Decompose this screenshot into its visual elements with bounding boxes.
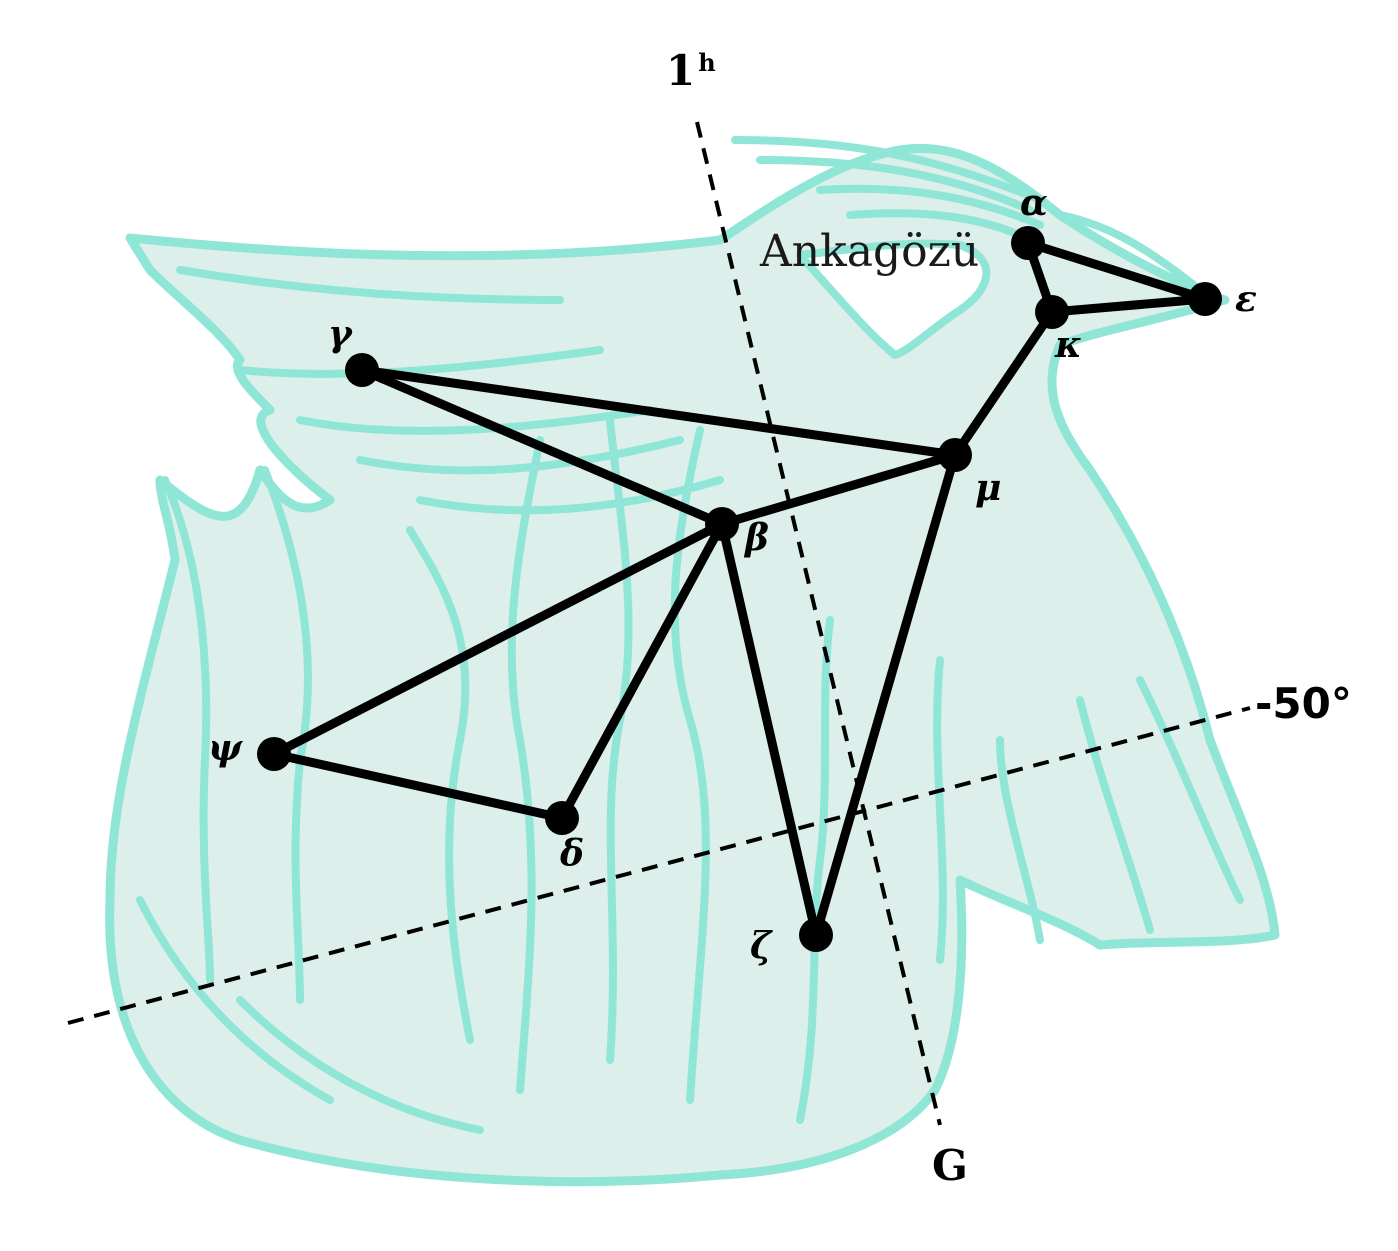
phoenix-crest-feathers	[731, 136, 1204, 294]
star-label-psi: ψ	[208, 727, 243, 769]
line-mu-zeta	[811, 450, 960, 940]
phoenix-figure	[105, 136, 1280, 1187]
star-delta	[545, 801, 579, 835]
star-beta	[705, 507, 739, 541]
star-label-beta: β	[743, 517, 769, 559]
line-kappa-epsilon	[1047, 294, 1210, 317]
line-beta-psi	[269, 519, 727, 759]
star-zeta	[799, 918, 833, 952]
dec-line	[67, 706, 1251, 1025]
star-label-mu: μ	[975, 467, 1001, 509]
constellation-lines	[269, 238, 1210, 940]
line-kappa-mu	[950, 307, 1057, 460]
line-beta-mu	[717, 450, 960, 529]
dec-label: -50°	[1255, 679, 1352, 728]
ra-line	[695, 121, 942, 1126]
line-beta-delta	[557, 519, 727, 823]
star-label-alpha: α	[1020, 182, 1048, 224]
star-mu	[938, 438, 972, 472]
line-gamma-beta	[357, 365, 727, 529]
star-alpha	[1011, 226, 1045, 260]
line-gamma-mu	[357, 365, 960, 460]
star-label-epsilon: ε	[1235, 278, 1257, 320]
star-label-kappa: κ	[1054, 324, 1082, 366]
line-alpha-epsilon	[1023, 238, 1210, 304]
constellation-stars	[257, 226, 1222, 952]
star-kappa	[1035, 295, 1069, 329]
phoenix-wing-feathers	[176, 266, 724, 515]
galactic-label: G	[932, 1141, 968, 1190]
star-label-zeta: ζ	[750, 925, 773, 967]
star-epsilon	[1188, 282, 1222, 316]
line-psi-delta	[269, 749, 567, 823]
phoenix-head-gap	[796, 239, 991, 359]
star-label-gamma: γ	[328, 313, 354, 355]
star-labels: α ε κ γ μ β ψ δ ζ	[208, 182, 1257, 967]
star-label-delta: δ	[559, 833, 584, 875]
line-beta-zeta	[717, 519, 821, 940]
star-gamma	[345, 353, 379, 387]
star-name-label: Ankagözü	[759, 226, 979, 277]
star-psi	[257, 737, 291, 771]
